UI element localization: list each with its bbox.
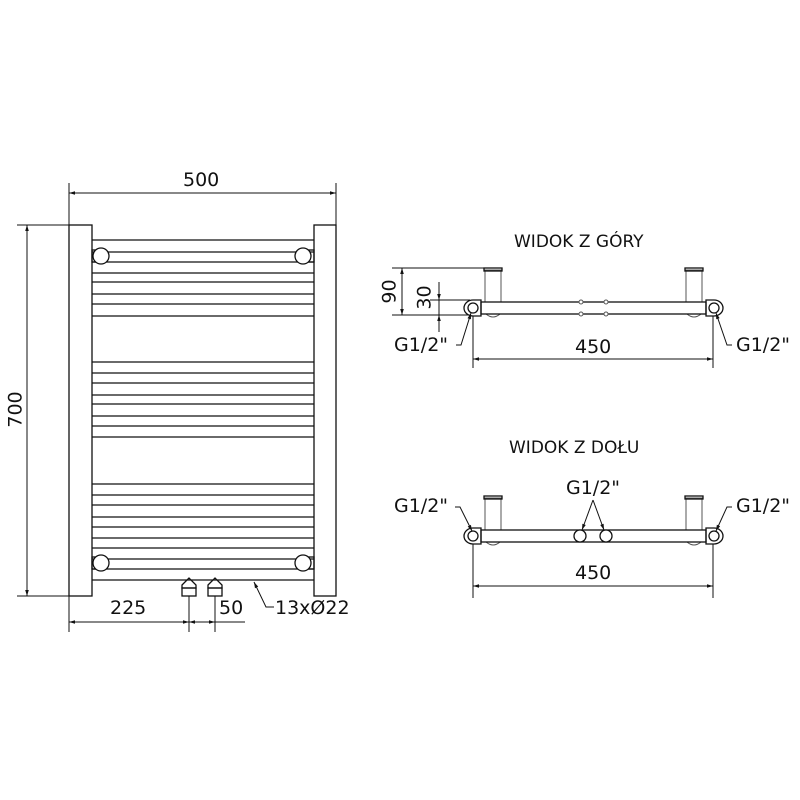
inlet-right-icon <box>599 529 613 543</box>
bracket-circle-icon <box>294 247 312 265</box>
inlet-valves <box>181 577 223 632</box>
height-dimension-label: 700 <box>4 391 27 428</box>
wall-post-right <box>685 269 703 303</box>
connection-left-icon <box>467 302 479 314</box>
mount-bracket-icons <box>91 247 315 572</box>
bars-spec-label: 13xØ22 <box>275 597 350 619</box>
top-view <box>392 267 732 368</box>
depth-dimension-label: 90 <box>378 279 401 304</box>
front-view-dimensions <box>17 183 337 632</box>
left-offset-label: 225 <box>110 597 147 619</box>
top-right-connection-label: G1/2" <box>736 334 791 356</box>
inlet-spacing-label: 50 <box>219 597 244 619</box>
bottom-spacing-label: 450 <box>575 562 612 584</box>
wall-post-left <box>484 269 502 303</box>
top-view-title: WIDOK Z GÓRY <box>514 232 644 252</box>
bracket-circle-icon <box>294 554 312 572</box>
front-view-radiator <box>68 224 337 632</box>
connection-right-icon <box>708 530 720 542</box>
bracket-circle-icon <box>92 554 110 572</box>
bottom-bar <box>480 529 707 543</box>
connection-right-icon <box>708 302 720 314</box>
bottom-right-connection-label: G1/2" <box>736 495 791 517</box>
top-spacing-label: 450 <box>575 336 612 358</box>
bracket-circle-icon <box>92 247 110 265</box>
bottom-left-connection-label: G1/2" <box>394 495 449 517</box>
inlet-left-icon <box>573 529 587 543</box>
left-column <box>68 224 93 597</box>
wall-post-left <box>484 497 502 531</box>
wall-post-right <box>685 497 703 531</box>
top-left-connection-label: G1/2" <box>394 334 449 356</box>
top-bar <box>480 301 707 315</box>
bottom-view <box>455 495 732 598</box>
connection-left-icon <box>467 530 479 542</box>
bottom-center-connection-label: G1/2" <box>566 477 621 499</box>
width-dimension-label: 500 <box>183 169 220 191</box>
right-column <box>313 224 337 597</box>
horizontal-bars <box>92 239 314 581</box>
bottom-view-title: WIDOK Z DOŁU <box>509 438 640 458</box>
offset-dimension-label: 30 <box>413 285 436 310</box>
